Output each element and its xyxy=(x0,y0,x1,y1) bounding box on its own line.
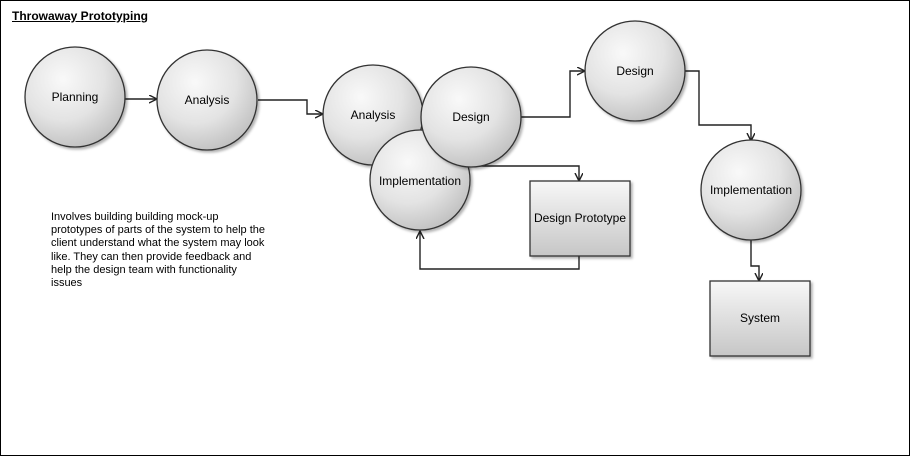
connector-design-to-implementation xyxy=(685,70,751,141)
node-design-2-label: Design xyxy=(616,64,653,78)
node-implementation-2: Implementation xyxy=(700,139,802,241)
connector-implementation-to-system xyxy=(750,240,759,281)
description-text: Involves building building mock-up proto… xyxy=(51,211,266,290)
node-analysis-2-label: Analysis xyxy=(351,108,396,122)
diagram-title: Throwaway Prototyping xyxy=(12,9,149,23)
node-design-1: Design xyxy=(420,66,522,168)
node-planning-label: Planning xyxy=(52,90,99,104)
connector-cycle-to-final-design xyxy=(521,71,585,118)
node-design-prototype: Design Prototype xyxy=(529,180,631,257)
connector-design-prototype-to-implementation xyxy=(420,231,580,270)
node-planning: Planning xyxy=(24,46,126,148)
node-analysis-1-label: Analysis xyxy=(185,93,230,107)
connector-analysis-to-prototype-cycle xyxy=(258,99,323,114)
node-system-label: System xyxy=(740,311,780,325)
connector-design-to-design-prototype xyxy=(468,165,579,181)
node-implementation-2-label: Implementation xyxy=(710,183,792,197)
node-design-prototype-label: Design Prototype xyxy=(534,211,626,225)
node-analysis-1: Analysis xyxy=(156,49,258,151)
node-system: System xyxy=(709,280,811,357)
node-design-2: Design xyxy=(584,20,686,122)
node-implementation-1-label: Implementation xyxy=(379,174,461,188)
node-design-1-label: Design xyxy=(452,110,489,124)
